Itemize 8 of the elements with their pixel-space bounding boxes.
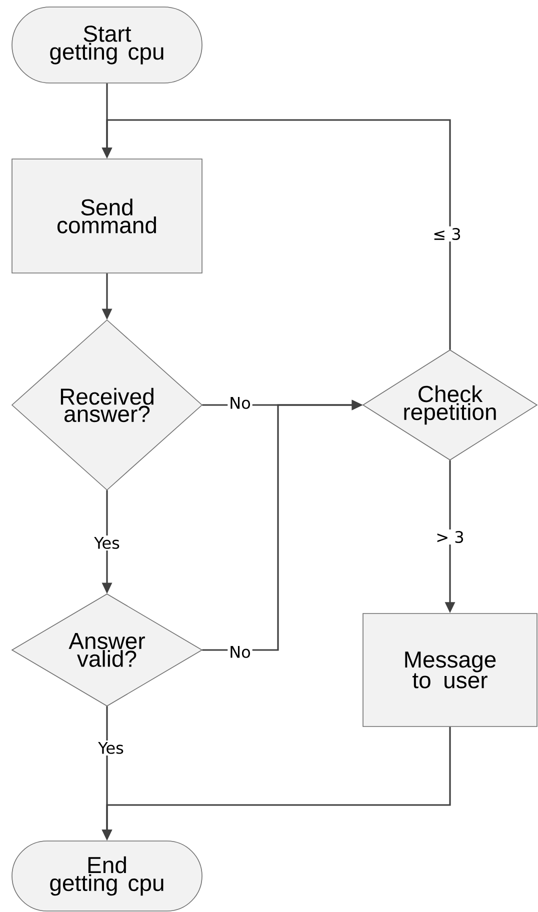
edge-label: No — [228, 396, 252, 410]
process-box: Send command — [12, 158, 202, 274]
edge-label: Yes — [96, 740, 126, 756]
process-box: Message to user — [362, 613, 538, 727]
edge-label: No — [228, 644, 252, 660]
edge-label: ≤ 3 — [431, 226, 463, 242]
edge-label: Yes — [92, 536, 122, 550]
edge-label: > 3 — [434, 529, 466, 545]
